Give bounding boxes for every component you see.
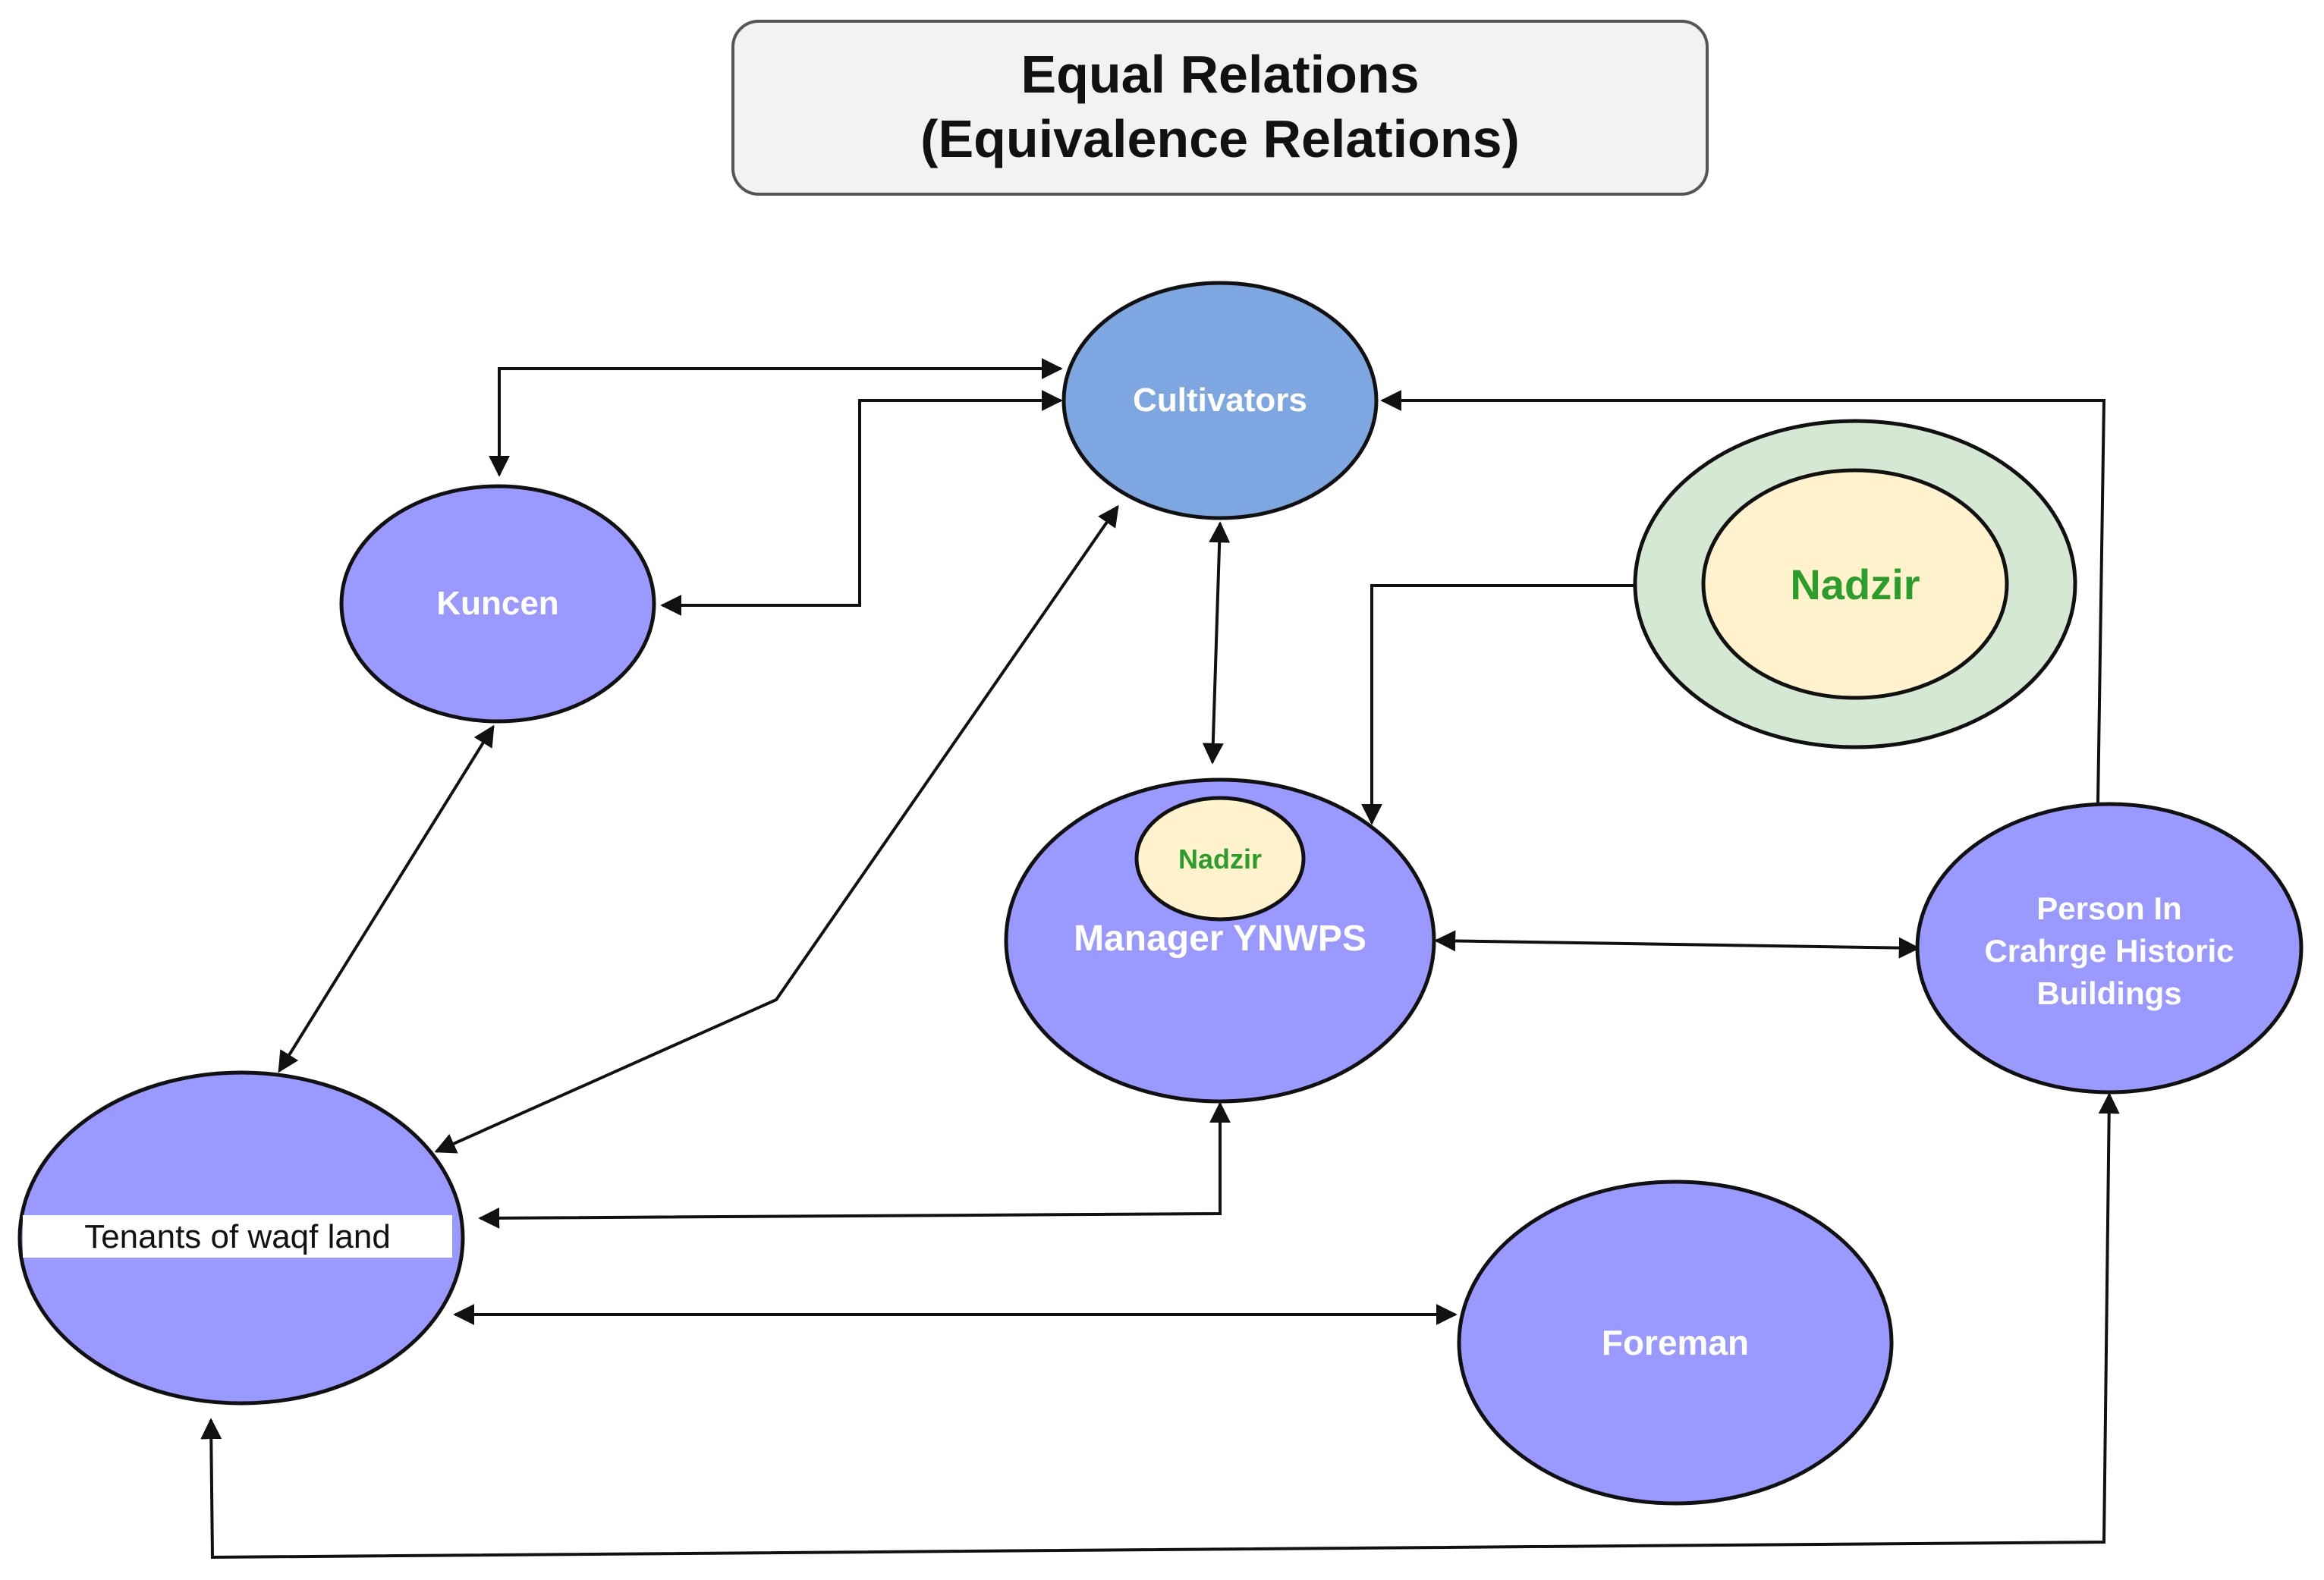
- edge-kuncen-cultivators-bottom: [660, 390, 1063, 616]
- tenants-label-background: [23, 1215, 452, 1258]
- node-foreman: Foreman: [1457, 1180, 1894, 1506]
- person-label-line-2: Crahrge Historic: [1984, 933, 2234, 969]
- node-manager: Nadzir Manager YNWPS: [1004, 777, 1436, 1104]
- edge-tenants-manager: [478, 1101, 1231, 1229]
- title-line-2: (Equivalence Relations): [920, 109, 1520, 168]
- edge-person-tenants: [200, 1092, 2120, 1560]
- title-line-1: Equal Relations: [1020, 45, 1419, 104]
- edges: [200, 358, 2120, 1560]
- title-box: Equal Relations (Equivalence Relations): [731, 20, 1709, 196]
- manager-label: Manager YNWPS: [1074, 919, 1366, 959]
- edge-cultivators-manager: [1202, 521, 1231, 765]
- node-kuncen: Kuncen: [339, 484, 656, 724]
- cultivators-label: Cultivators: [1133, 382, 1307, 419]
- tenants-label: Tenants of waqf land: [84, 1218, 391, 1255]
- node-person-in-charge: Person In Crahrge Historic Buildings: [1915, 802, 2304, 1095]
- kuncen-label: Kuncen: [436, 585, 558, 622]
- node-cultivators: Cultivators: [1061, 281, 1379, 520]
- person-label-line-1: Person In: [2036, 891, 2181, 926]
- nadzir-label: Nadzir: [1790, 561, 1920, 608]
- person-label-line-3: Buildings: [2036, 975, 2181, 1011]
- node-nadzir: Nadzir: [1633, 419, 2077, 749]
- foreman-label: Foreman: [1602, 1323, 1749, 1362]
- node-tenants: Tenants of waqf land: [17, 1070, 465, 1406]
- edge-kuncen-cultivators-top: [489, 358, 1063, 477]
- edge-person-cultivators: [1380, 390, 2106, 805]
- manager-nadzir-badge: [1134, 796, 1306, 922]
- edge-nadzir-manager: [1361, 584, 1702, 825]
- edge-manager-person: [1434, 930, 1920, 959]
- manager-nadzir-label: Nadzir: [1178, 843, 1262, 875]
- edge-kuncen-tenants: [278, 724, 495, 1073]
